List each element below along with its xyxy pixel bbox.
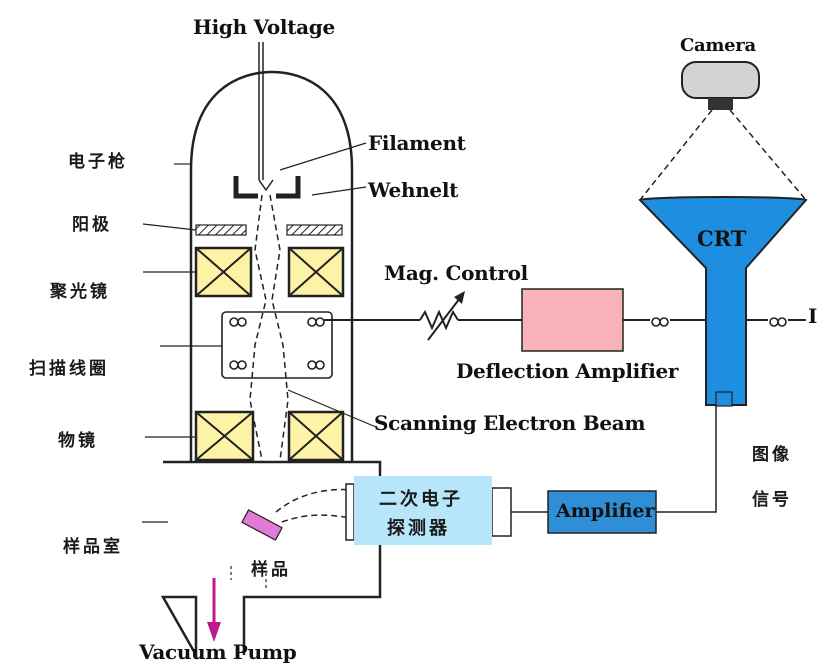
wehnelt-right: [276, 176, 301, 199]
electron-beam: [249, 194, 289, 511]
condenser-lens-label: 聚光镜: [50, 282, 110, 302]
crt-coil-left: [651, 317, 669, 327]
sample: [241, 509, 283, 541]
electron-gun-label: 电子枪: [68, 152, 128, 172]
detector-label-line2: 探测器: [387, 518, 450, 539]
camera-body: [681, 61, 760, 99]
objective-lens: [194, 410, 345, 462]
detector-back: [491, 487, 512, 537]
condenser-lens: [194, 246, 345, 298]
mag-control-resistor: [419, 309, 459, 331]
wehnelt-left: [233, 176, 258, 199]
anode-label: 阳极: [72, 215, 112, 235]
edge-mark: I: [808, 304, 818, 328]
sample-label: 样品: [251, 560, 291, 580]
high-voltage-label: High Voltage: [193, 15, 335, 39]
crt-label: CRT: [697, 226, 747, 251]
electron-column: [189, 70, 354, 462]
mag-control-label: Mag. Control: [384, 261, 528, 285]
filament: [258, 179, 274, 192]
scan-coils: [221, 311, 333, 379]
crt-signal-port: [715, 391, 733, 407]
anode-left: [195, 224, 247, 236]
crt: [638, 196, 808, 406]
image-signal-label-line1: 图像: [752, 445, 792, 465]
vacuum-pump-label: Vacuum Pump: [139, 640, 297, 664]
sample-chamber: [160, 460, 382, 660]
objective-lens-label: 物镜: [58, 431, 98, 451]
image-signal-label-line2: 信号: [752, 490, 792, 510]
filament-label: Filament: [368, 131, 466, 155]
detector-label-line1: 二次电子: [379, 489, 463, 510]
amplifier-label: Amplifier: [556, 500, 655, 522]
detector-box: [354, 476, 492, 545]
deflection-amplifier-box: [521, 288, 624, 352]
anode-right: [286, 224, 343, 236]
crt-coil-right: [769, 317, 787, 327]
leader-lines: [142, 142, 377, 523]
image-signal-wire: [656, 405, 717, 513]
scanning-electron-beam-label: Scanning Electron Beam: [374, 411, 646, 435]
camera-lens: [708, 98, 733, 110]
scan-coil-label: 扫描线圈: [29, 359, 109, 379]
deflection-amplifier-label: Deflection Amplifier: [456, 359, 679, 383]
amplifier-box: [547, 490, 657, 534]
camera-label: Camera: [680, 35, 756, 56]
wehnelt-label: Wehnelt: [368, 178, 459, 202]
sample-chamber-label: 样品室: [63, 537, 123, 557]
detector-connector: [345, 483, 355, 541]
